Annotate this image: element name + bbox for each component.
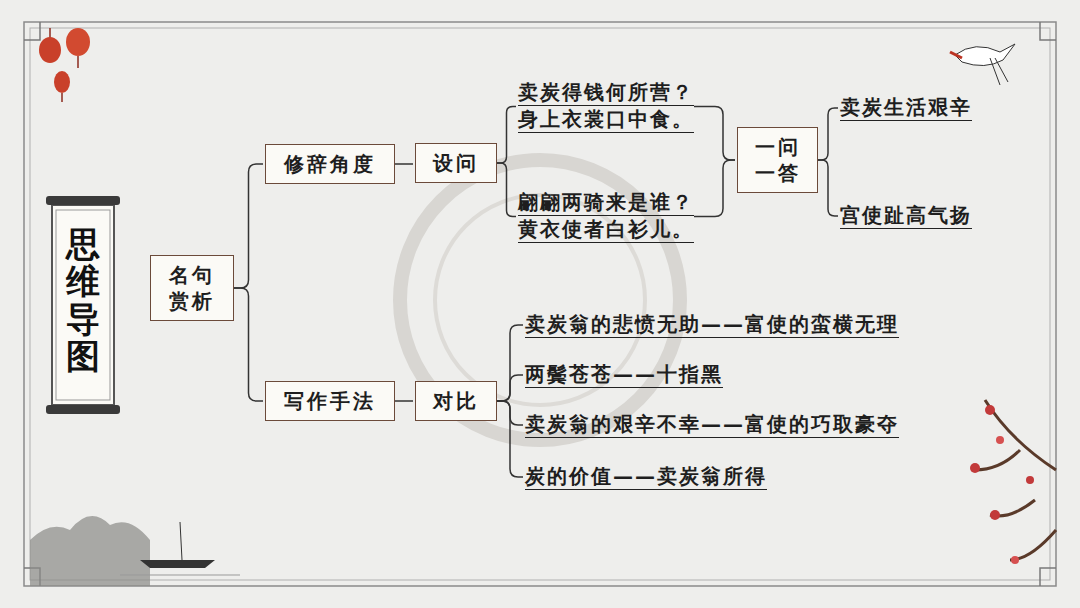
node-text: 黄衣使者白衫儿。 — [518, 217, 694, 243]
branch-box: 写作手法 — [265, 381, 395, 421]
node-text: 宫使趾高气扬 — [840, 203, 972, 229]
branch-box: 设问 — [415, 143, 497, 183]
contrast-text: 两鬓苍苍——十指黑 — [525, 361, 723, 389]
bracket-connector — [694, 160, 735, 217]
bracket-connector — [694, 107, 735, 161]
bracket-connector — [497, 401, 523, 477]
bracket-connector — [497, 107, 516, 164]
node-text: 修辞角度 — [274, 151, 386, 177]
node-text: 写作手法 — [274, 388, 386, 414]
node-text: 两鬓苍苍——十指黑 — [525, 362, 723, 388]
bracket-connector — [234, 164, 263, 288]
node-text: 卖炭生活艰辛 — [840, 95, 972, 121]
node-text: 名句赏析 — [159, 262, 225, 314]
quote-text: 卖炭得钱何所营？身上衣裳口中食。 — [518, 79, 694, 134]
bracket-connector — [497, 375, 523, 401]
node-text: 一问一答 — [746, 134, 809, 186]
vertical-title: 思维导图 — [66, 226, 100, 376]
quote-text: 翩翩两骑来是谁？黄衣使者白衫儿。 — [518, 189, 694, 244]
node-text: 身上衣裳口中食。 — [518, 107, 694, 133]
bracket-connector — [395, 400, 413, 402]
bracket-connector — [497, 325, 523, 401]
node-text: 翩翩两骑来是谁？ — [518, 190, 694, 216]
branch-box: 一问一答 — [737, 127, 818, 193]
topic-box: 名句赏析 — [150, 255, 234, 321]
bracket-connector — [497, 163, 516, 217]
node-text: 设问 — [424, 150, 488, 176]
node-text: 对比 — [424, 388, 488, 414]
bracket-connector — [818, 108, 838, 160]
branch-box: 对比 — [415, 381, 497, 421]
point-text: 卖炭生活艰辛 — [840, 94, 972, 122]
node-text: 卖炭得钱何所营？ — [518, 80, 694, 106]
bracket-connector — [234, 288, 263, 401]
contrast-text: 炭的价值——卖炭翁所得 — [525, 463, 767, 491]
contrast-text: 卖炭翁的艰辛不幸——富使的巧取豪夺 — [525, 411, 899, 439]
bracket-connector — [818, 160, 838, 216]
point-text: 宫使趾高气扬 — [840, 202, 972, 230]
node-text: 炭的价值——卖炭翁所得 — [525, 464, 767, 490]
branch-box: 修辞角度 — [265, 144, 395, 184]
contrast-text: 卖炭翁的悲愤无助——富使的蛮横无理 — [525, 311, 899, 339]
node-text: 卖炭翁的悲愤无助——富使的蛮横无理 — [525, 312, 899, 338]
node-text: 卖炭翁的艰辛不幸——富使的巧取豪夺 — [525, 412, 899, 438]
bracket-connector — [395, 163, 413, 165]
